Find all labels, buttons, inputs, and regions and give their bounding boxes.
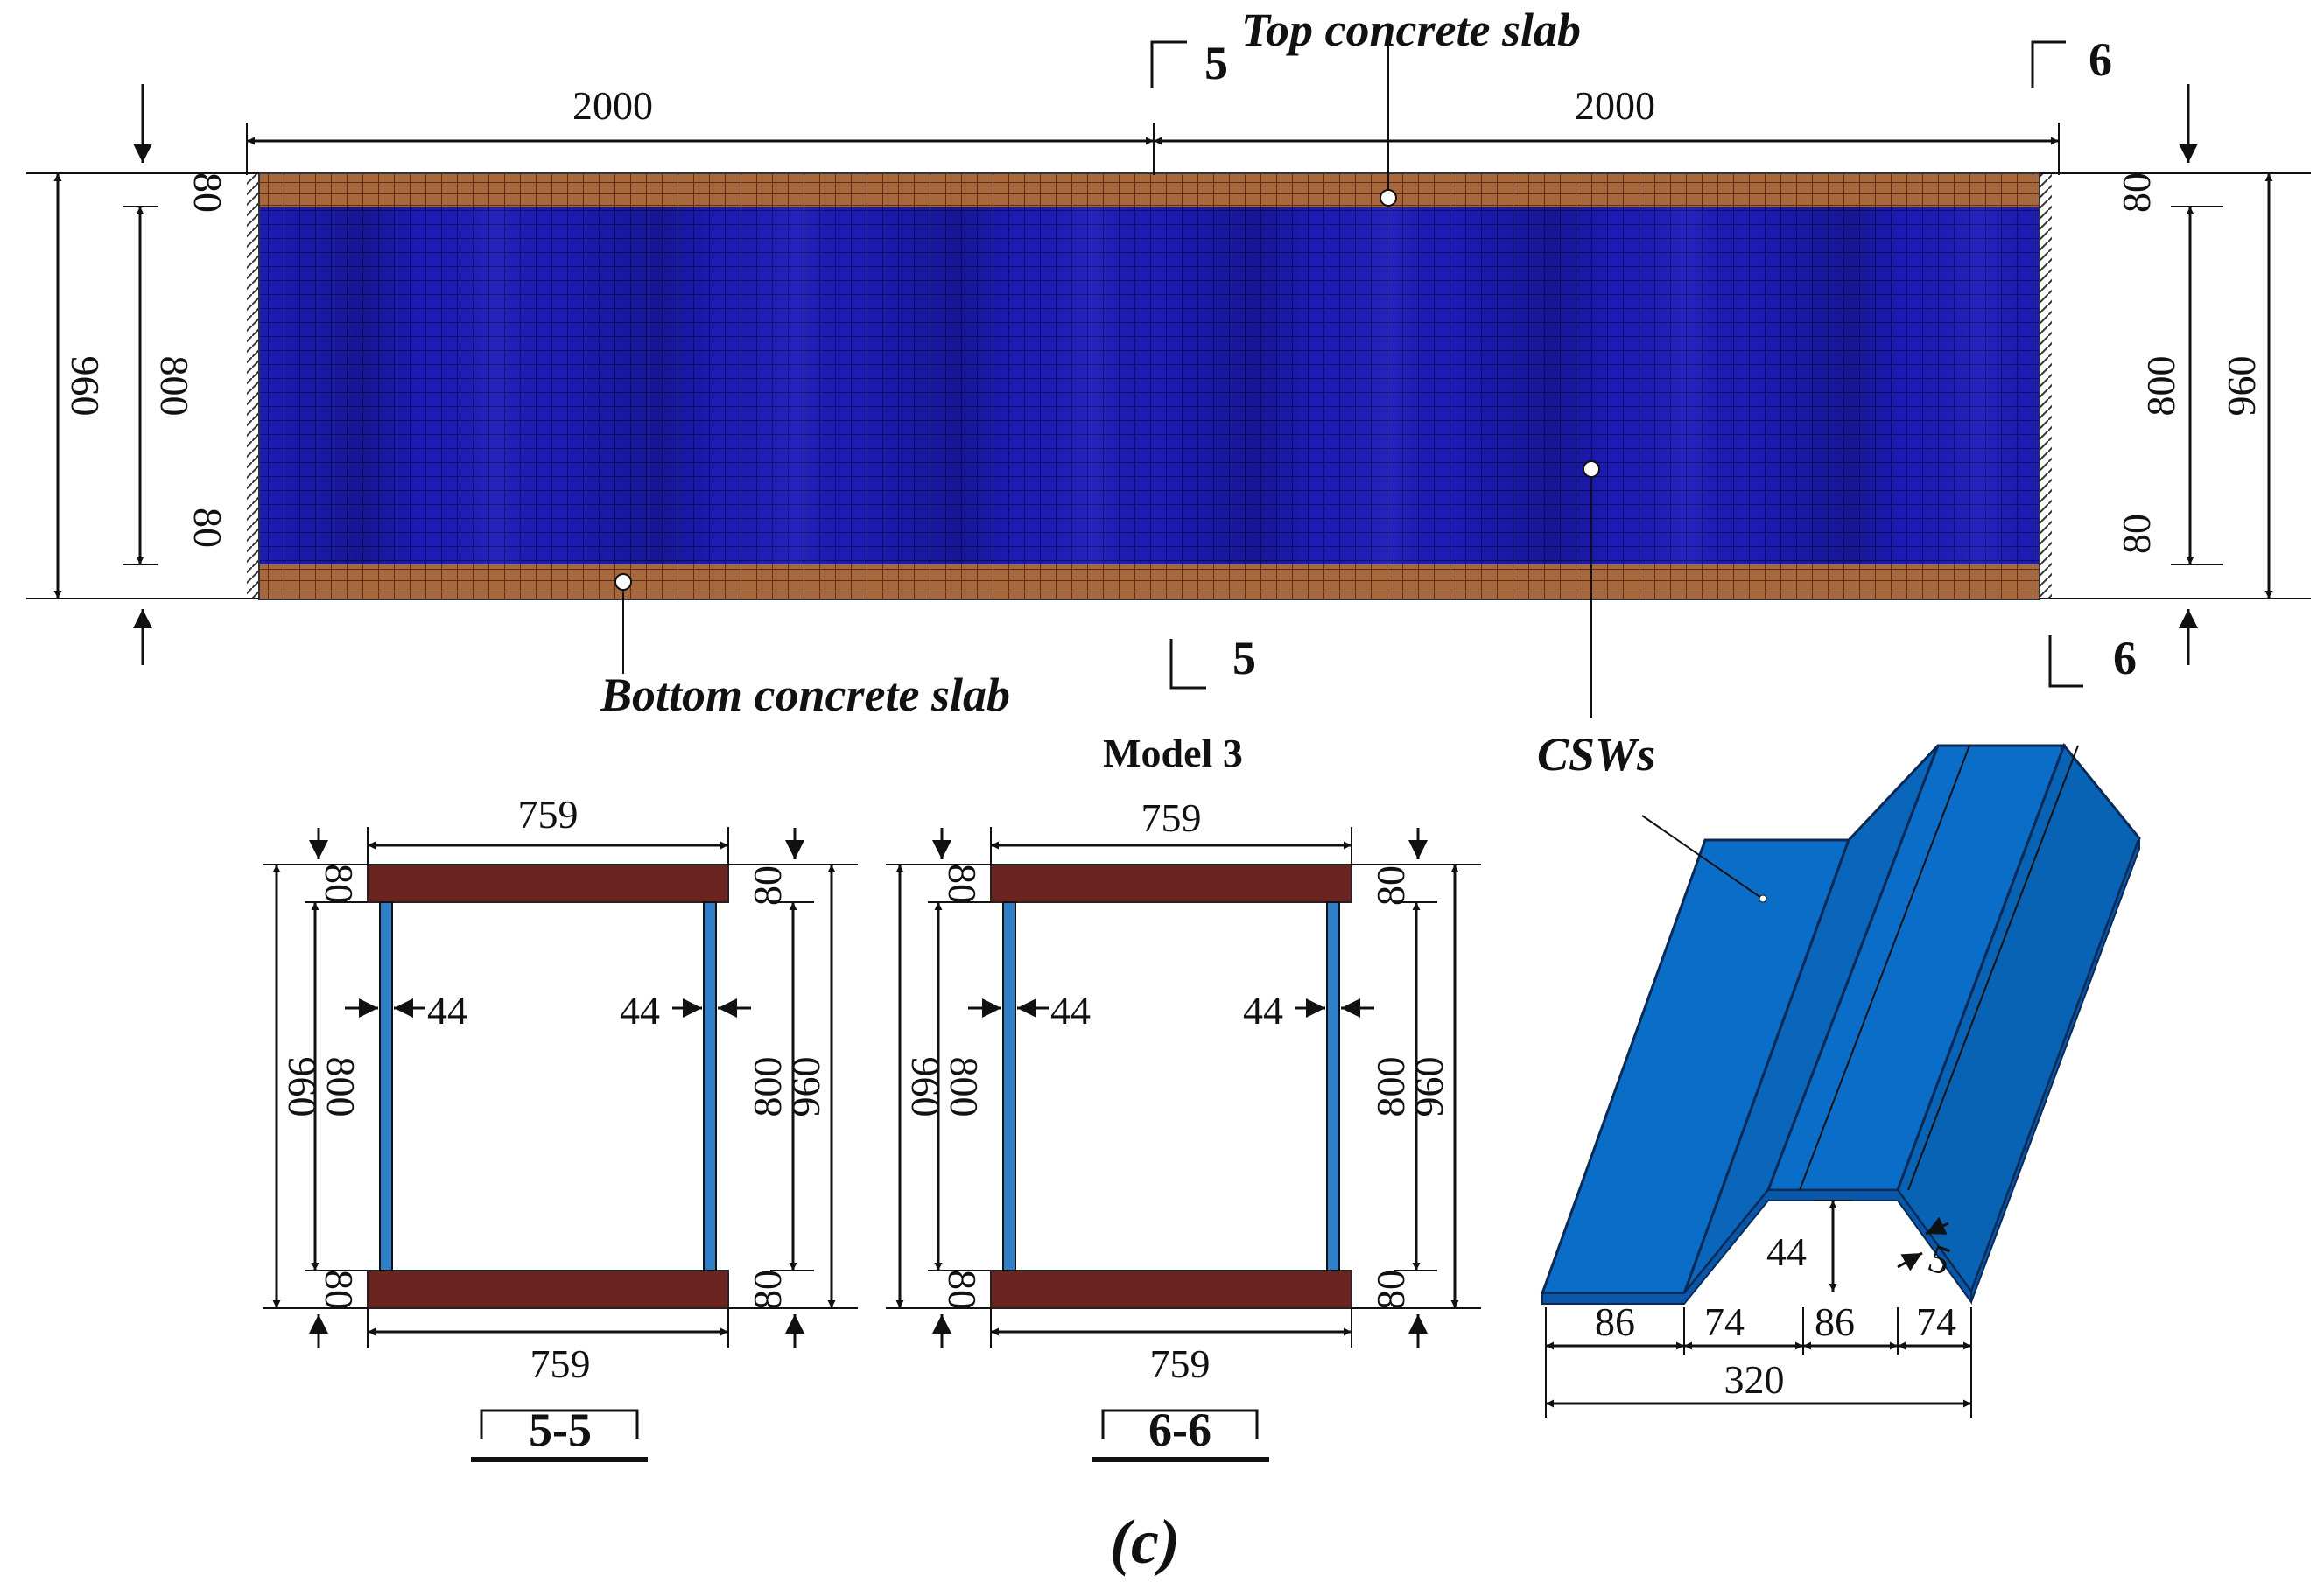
sec6-right-web: 800 bbox=[1368, 1057, 1413, 1117]
csw-incl-2-dim: 74 bbox=[1916, 1299, 1956, 1344]
sec6-web-left-dim: 44 bbox=[1050, 988, 1091, 1033]
right-web-depth: 800 bbox=[2138, 356, 2183, 417]
section-5-5: 759 759 44 44 960 800 80 80 960 800 80 bbox=[263, 792, 858, 1462]
length-left-dim: 2000 bbox=[572, 83, 653, 128]
left-web-depth: 800 bbox=[152, 356, 197, 417]
left-top-slab-depth: 80 bbox=[186, 172, 230, 213]
sec5-web-left-dim: 44 bbox=[427, 988, 467, 1033]
sec5-web-right-dim: 44 bbox=[620, 988, 660, 1033]
sec5-left-web bbox=[379, 901, 393, 1271]
left-bottom-slab-depth: 80 bbox=[186, 508, 230, 548]
sec6-left-web: 800 bbox=[942, 1057, 986, 1117]
elevation-right-dims: 960 800 80 80 bbox=[2040, 84, 2311, 665]
csw-total-dim: 320 bbox=[1724, 1357, 1785, 1402]
sec5-right-top-slab: 80 bbox=[745, 865, 790, 906]
cut5-top-label: 5 bbox=[1204, 37, 1228, 89]
right-bottom-slab-depth: 80 bbox=[2114, 514, 2159, 554]
sec5-bottom-slab bbox=[367, 1270, 729, 1309]
top-slab-mesh bbox=[259, 173, 2040, 207]
sec6-label: 6-6 bbox=[1148, 1404, 1211, 1456]
left-total-depth: 960 bbox=[63, 356, 108, 417]
model-title: Model 3 bbox=[1103, 731, 1243, 775]
left-fixed-support bbox=[247, 173, 259, 599]
sec6-right-web bbox=[1326, 901, 1340, 1271]
right-fixed-support bbox=[2040, 173, 2052, 599]
sec5-right-web: 800 bbox=[745, 1057, 790, 1117]
elevation-view: 2000 2000 960 800 80 80 960 bbox=[26, 4, 2311, 781]
sec5-left-total: 960 bbox=[280, 1057, 325, 1117]
csw-depth-dim: 44 bbox=[1766, 1229, 1807, 1274]
sec6-right-total: 960 bbox=[1407, 1057, 1451, 1117]
section-6-6: 759 759 44 44 960 800 80 80 960 800 80 bbox=[886, 795, 1481, 1462]
sec6-left-bottom-slab: 80 bbox=[940, 1270, 985, 1310]
sec5-left-web: 800 bbox=[319, 1057, 363, 1117]
sec5-left-bottom-slab: 80 bbox=[317, 1270, 362, 1310]
csw-right-edge bbox=[1970, 837, 2140, 1303]
csw-incl-1-dim: 74 bbox=[1704, 1299, 1745, 1344]
sec5-right-web bbox=[703, 901, 717, 1271]
sec6-bottom-slab bbox=[990, 1270, 1352, 1309]
cut6-bottom-label: 6 bbox=[2113, 632, 2137, 684]
right-total-depth: 960 bbox=[2219, 356, 2264, 417]
cut6-top-label: 6 bbox=[2089, 33, 2112, 86]
sec6-web-right-dim: 44 bbox=[1243, 988, 1283, 1033]
sec5-right-total: 960 bbox=[783, 1057, 828, 1117]
csw-3d-detail: 44 5 86 74 86 74 320 bbox=[1540, 743, 2141, 1418]
sec6-right-bottom-slab: 80 bbox=[1368, 1270, 1413, 1310]
cut-marker-6: 6 6 bbox=[2031, 33, 2137, 688]
sec5-width-bottom: 759 bbox=[530, 1341, 591, 1386]
top-slab-label: Top concrete slab bbox=[1241, 4, 1581, 56]
bottom-slab-label: Bottom concrete slab bbox=[600, 669, 1010, 721]
right-top-slab-depth: 80 bbox=[2114, 172, 2159, 213]
cut-marker-5: 5 5 bbox=[1150, 37, 1256, 690]
sec6-width-bottom: 759 bbox=[1150, 1341, 1211, 1386]
sec6-width-top: 759 bbox=[1141, 795, 1202, 840]
sec6-right-top-slab: 80 bbox=[1368, 865, 1413, 906]
csw-flat-2-dim: 86 bbox=[1815, 1299, 1855, 1344]
csw-wave-shading bbox=[259, 206, 2040, 564]
figure-caption: (c) bbox=[1110, 1507, 1180, 1577]
sec6-left-top-slab: 80 bbox=[940, 864, 985, 904]
sec5-width-top: 759 bbox=[518, 792, 579, 837]
sec6-top-slab bbox=[990, 864, 1352, 903]
csw-flat-1-dim: 86 bbox=[1595, 1299, 1635, 1344]
sec5-left-top-slab: 80 bbox=[317, 864, 362, 904]
sec5-top-slab bbox=[367, 864, 729, 903]
sec5-right-bottom-slab: 80 bbox=[745, 1270, 790, 1310]
sec6-left-total: 960 bbox=[903, 1057, 948, 1117]
length-right-dim: 2000 bbox=[1575, 83, 1655, 128]
cut5-bottom-label: 5 bbox=[1232, 632, 1256, 684]
sec6-left-web bbox=[1002, 901, 1016, 1271]
csw-label: CSWs bbox=[1537, 728, 1655, 781]
elevation-left-dims: 960 800 80 80 bbox=[26, 84, 259, 665]
sec5-label: 5-5 bbox=[529, 1404, 592, 1456]
bottom-slab-mesh bbox=[259, 564, 2040, 599]
